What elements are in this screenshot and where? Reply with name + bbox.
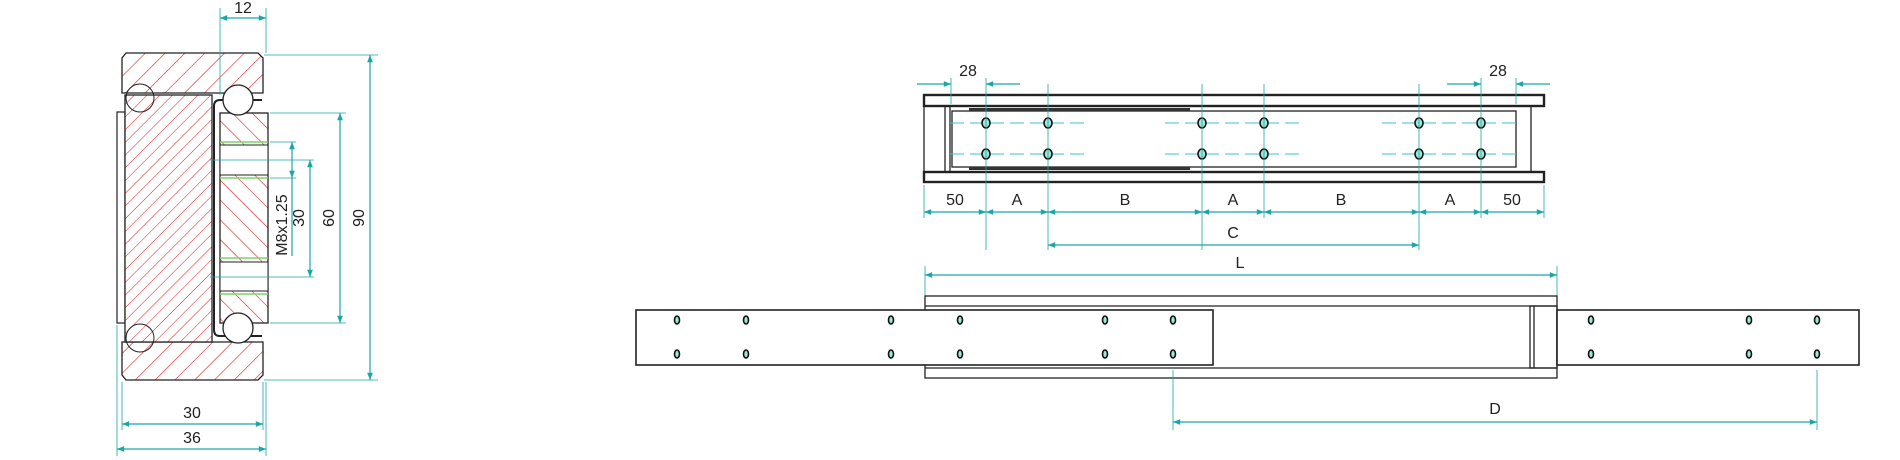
dimension-chain: 50 A B A B A 50: [924, 192, 1544, 215]
extended-view: L D: [635, 255, 1860, 430]
chain-label-a: A: [1445, 192, 1456, 209]
chain-label-a: A: [1228, 192, 1239, 209]
retainer-strip-bottom: [969, 167, 1190, 170]
center-rail: [124, 94, 213, 343]
dim-label-28-right: 28: [1489, 63, 1507, 80]
chain-label-b: B: [1120, 192, 1131, 209]
thread-lines: [220, 141, 268, 295]
ball-left-top: [125, 83, 155, 113]
ball-left-bottom: [125, 323, 155, 353]
ball-bearing-top: [222, 84, 254, 116]
dim-label-l: L: [1236, 255, 1245, 272]
u-channel: [213, 99, 262, 337]
thread-hole-lower: [219, 261, 269, 292]
chain-label-50-left: 50: [946, 192, 964, 209]
outer-rail-bottom-bar: [922, 170, 1546, 184]
dim-label-12: 12: [234, 0, 252, 17]
centerlines: [950, 122, 1518, 155]
extended-left-rail: [635, 309, 1214, 366]
left-plate: [116, 111, 126, 324]
chain-label-a: A: [1012, 192, 1023, 209]
dim-label-28-left: 28: [959, 63, 977, 80]
mounting-holes: [981, 117, 1486, 160]
carriage: [951, 110, 1517, 168]
extended-right-rail: [1556, 309, 1860, 366]
dim-label-60: 60: [321, 209, 338, 227]
dim-label-30-horizontal: 30: [183, 405, 201, 422]
outer-rail-top-bar: [922, 93, 1546, 108]
extended-mounting-holes: [673, 315, 1821, 359]
dim-label-d: D: [1489, 401, 1501, 418]
dim-label-c: C: [1227, 225, 1239, 242]
ball-bearing-bottom: [222, 312, 254, 344]
dim-label-thread: M8x1.25: [274, 194, 291, 255]
bottom-block: [121, 341, 264, 381]
retainer-strip-top: [969, 108, 1190, 111]
dim-label-30-vertical: 30: [291, 209, 308, 227]
top-view: 28 28 50 A B A B A 50 C: [917, 63, 1550, 250]
chain-label-b: B: [1336, 192, 1347, 209]
dim-label-36: 36: [183, 430, 201, 447]
chain-label-50-right: 50: [1503, 192, 1521, 209]
cross-section-view: 12 90 60 30 M8x1.25 30 36: [116, 0, 378, 456]
top-block: [121, 52, 264, 94]
dim-label-90: 90: [351, 209, 368, 227]
